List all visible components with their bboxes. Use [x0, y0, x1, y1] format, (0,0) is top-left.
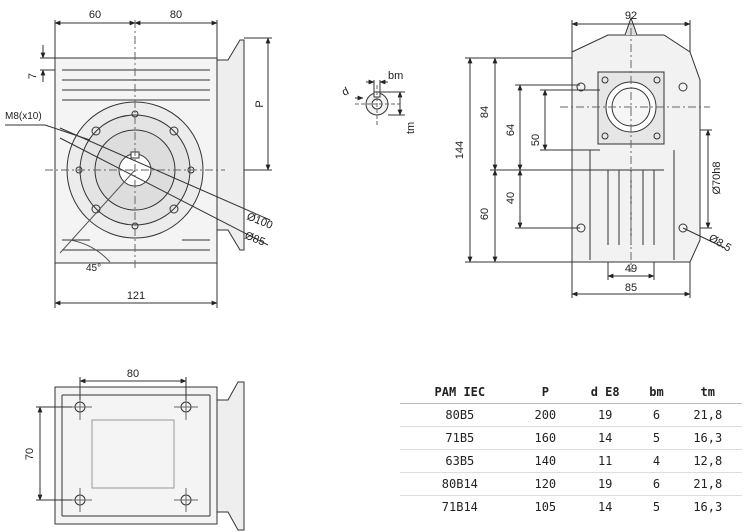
cell-pam: 71B5	[400, 426, 520, 450]
cell-bm: 5	[639, 426, 674, 450]
dim-side-upper: 84	[479, 106, 491, 118]
angle-label: 45°	[86, 263, 101, 274]
dim-front-width: 121	[127, 290, 145, 302]
shaft-label-d: d	[340, 85, 351, 98]
dim-front-flange: 7	[27, 73, 39, 79]
cell-bm: 6	[639, 403, 674, 427]
dim-side-85: 85	[625, 282, 637, 294]
cell-d: 14	[597, 500, 613, 514]
dim-front-top-right: 80	[170, 9, 182, 21]
dim-side-top: 92	[625, 10, 637, 22]
cell-p: 140	[519, 449, 571, 473]
cell-p: 200	[519, 403, 571, 427]
cell-d: 14	[570, 426, 640, 450]
dim-side-49: 49	[625, 263, 637, 275]
front-motor-flange	[216, 39, 245, 251]
shaft-section-labels: d bm tm	[340, 70, 417, 134]
dim-side-hole: Ø8.5	[707, 232, 734, 254]
side-view	[465, 16, 726, 298]
shaft-label-tm: tm	[405, 122, 417, 134]
cell-bm: 5	[652, 500, 661, 514]
bottom-view	[36, 377, 245, 531]
side-mount-holes	[576, 82, 688, 233]
cell-bm: 6	[639, 472, 674, 496]
thread-label: M8(x10)	[5, 111, 42, 122]
table-header-row: PAM IEC P d E8 bm tm	[400, 381, 742, 404]
front-view	[5, 20, 272, 308]
dim-side-bore: Ø70h8	[711, 161, 723, 194]
cell-pam: 80B14	[400, 472, 520, 496]
dim-front-p: P	[254, 100, 266, 107]
cell-p: 160	[519, 426, 571, 450]
bottom-view-labels: 80 70	[24, 368, 139, 460]
cell-tm: 16,3	[693, 500, 723, 514]
dim-bottom-height: 70	[24, 448, 36, 460]
shaft-label-bm: bm	[388, 70, 403, 82]
table-row: 80B5 200 19 6 21,8	[400, 403, 742, 427]
cell-pam: 63B5	[400, 449, 520, 473]
dia-inner-label: Ø85	[243, 230, 267, 249]
cell-pam: 71B14	[441, 500, 478, 514]
cell-tm: 21,8	[673, 403, 742, 427]
dim-front-top-left: 60	[89, 9, 101, 21]
shaft-section	[355, 79, 405, 125]
cell-p: 105	[534, 500, 557, 514]
front-bolt-holes	[75, 110, 195, 230]
cell-d: 11	[570, 449, 640, 473]
table-row: 63B5 140 11 4 12,8	[400, 449, 742, 473]
dia-outer-label: Ø100	[245, 211, 274, 232]
dim-side-total-height: 144	[454, 141, 466, 159]
cell-tm: 21,8	[673, 472, 742, 496]
side-housing	[571, 34, 701, 263]
bottom-housing	[54, 386, 218, 525]
dim-side-40: 40	[505, 192, 517, 204]
side-flange-holes	[601, 76, 661, 140]
col-header-tm: tm	[673, 381, 742, 404]
bottom-motor-flange	[216, 381, 245, 531]
dim-side-lower: 60	[479, 208, 491, 220]
table-row: 71B5 160 14 5 16,3	[400, 426, 742, 450]
col-header-pam-iec: PAM IEC	[400, 381, 520, 404]
cell-d: 19	[570, 472, 640, 496]
table-row: 80B14 120 19 6 21,8	[400, 472, 742, 496]
dim-bottom-width: 80	[127, 368, 139, 380]
cell-bm: 4	[639, 449, 674, 473]
cell-tm: 12,8	[673, 449, 742, 473]
flange-spec-table: PAM IEC P d E8 bm tm 80B5 200 19 6 21,8 …	[400, 381, 742, 518]
col-header-p: P	[519, 381, 571, 404]
cell-p: 120	[519, 472, 571, 496]
cell-tm: 16,3	[673, 426, 742, 450]
col-header-bm: bm	[639, 381, 674, 404]
dim-side-50: 50	[530, 134, 542, 146]
table-row: 71B14 105 14 5 16,3	[400, 496, 742, 519]
dim-side-64: 64	[505, 124, 517, 136]
cell-d: 19	[570, 403, 640, 427]
cell-pam: 80B5	[400, 403, 520, 427]
col-header-d: d E8	[570, 381, 640, 404]
